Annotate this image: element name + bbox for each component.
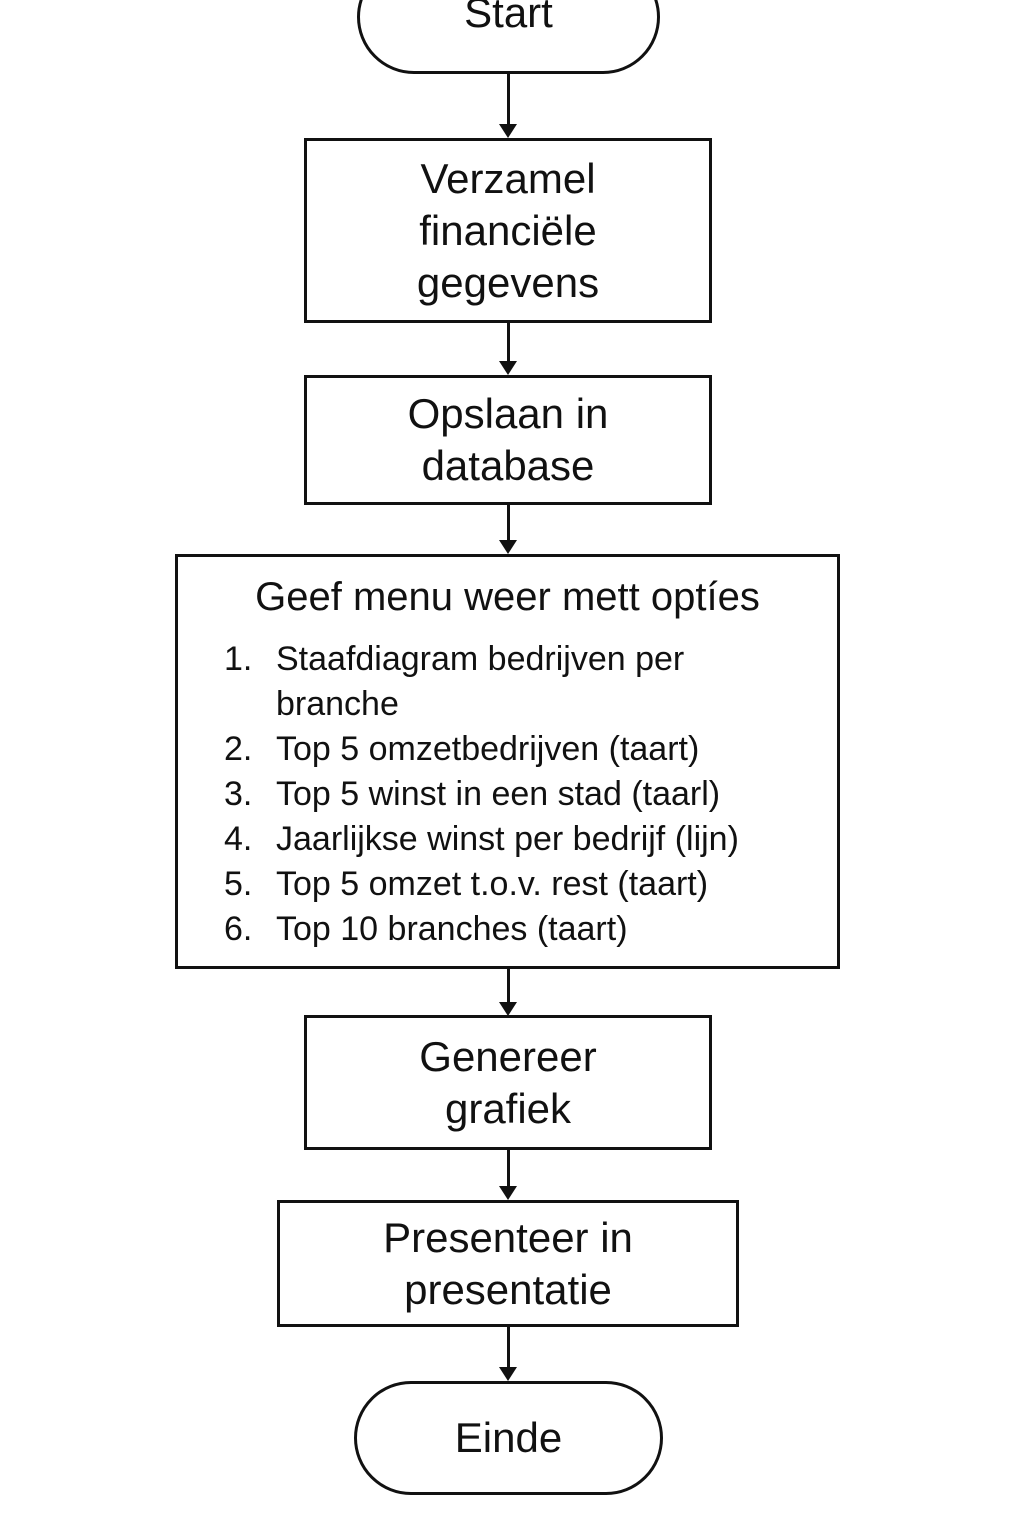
process-present: Presenteer in presentatie (277, 1200, 739, 1327)
menu-option: 2. Top 5 omzetbedrijven (taart) (224, 727, 816, 772)
collect-line-2: financiële (419, 206, 597, 254)
process-generate-chart: Genereer grafiek (304, 1015, 712, 1150)
menu-option-text: Jaarlijkse winst per bedrijf (lijn) (276, 820, 739, 858)
present-line-1: Presenteer in (383, 1213, 633, 1261)
arrow-generate-to-present (507, 1150, 510, 1188)
collect-line-1: Verzamel (420, 154, 596, 202)
menu-option-number: 2. (224, 730, 253, 768)
collect-line-3: gegevens (416, 258, 600, 306)
arrow-store-to-menu (507, 505, 510, 542)
menu-title: Geef menu weer mett optíes (255, 575, 760, 619)
menu-option-number: 5. (224, 865, 253, 903)
arrow-collect-to-store (507, 323, 510, 363)
start-label: Start (464, 0, 553, 36)
start-terminal: Start (357, 0, 660, 74)
generate-line-1: Genereer (419, 1032, 597, 1080)
present-line-2: presentatie (404, 1265, 612, 1313)
menu-option: 1. Staafdiagram bedrijven per branche (224, 637, 816, 727)
menu-option-text: Staafdiagram bedrijven per branche (276, 640, 685, 723)
store-line-2: database (421, 442, 595, 489)
menu-option-number: 3. (224, 775, 253, 813)
arrow-start-to-collect (507, 74, 510, 126)
menu-option-text: Top 5 winst in een stad (taarl) (276, 775, 721, 813)
menu-option: 3. Top 5 winst in een stad (taarl) (224, 772, 816, 817)
arrowhead-generate-to-present (499, 1186, 517, 1200)
end-label: Einde (454, 1414, 563, 1461)
menu-option: 6. Top 10 branches (taart) (224, 907, 816, 952)
arrowhead-menu-to-generate (499, 1002, 517, 1016)
menu-option: 4. Jaarlijkse winst per bedrijf (lijn) (224, 817, 816, 862)
menu-option-text: Top 5 omzet t.o.v. rest (taart) (276, 865, 709, 903)
process-collect-data: Verzamel financiële gegevens (304, 138, 712, 323)
arrow-menu-to-generate (507, 969, 510, 1004)
arrow-present-to-end (507, 1327, 510, 1369)
menu-option-text: Top 5 omzetbedrijven (taart) (276, 730, 700, 768)
process-show-menu: Geef menu weer mett optíes 1. Staafdiagr… (175, 554, 840, 969)
arrowhead-collect-to-store (499, 361, 517, 375)
menu-option-number: 4. (224, 820, 253, 858)
arrowhead-start-to-collect (499, 124, 517, 138)
end-terminal: Einde (354, 1381, 663, 1495)
menu-option-number: 6. (224, 910, 253, 948)
menu-option-text: Top 10 branches (taart) (276, 910, 628, 948)
menu-options-list: 1. Staafdiagram bedrijven per branche 2.… (224, 637, 816, 952)
arrowhead-present-to-end (499, 1367, 517, 1381)
generate-line-2: grafiek (444, 1084, 572, 1132)
menu-option-number: 1. (224, 640, 253, 678)
process-store-database: Opslaan in database (304, 375, 712, 505)
menu-option: 5. Top 5 omzet t.o.v. rest (taart) (224, 862, 816, 907)
store-line-1: Opslaan in (407, 390, 609, 437)
arrowhead-store-to-menu (499, 540, 517, 554)
